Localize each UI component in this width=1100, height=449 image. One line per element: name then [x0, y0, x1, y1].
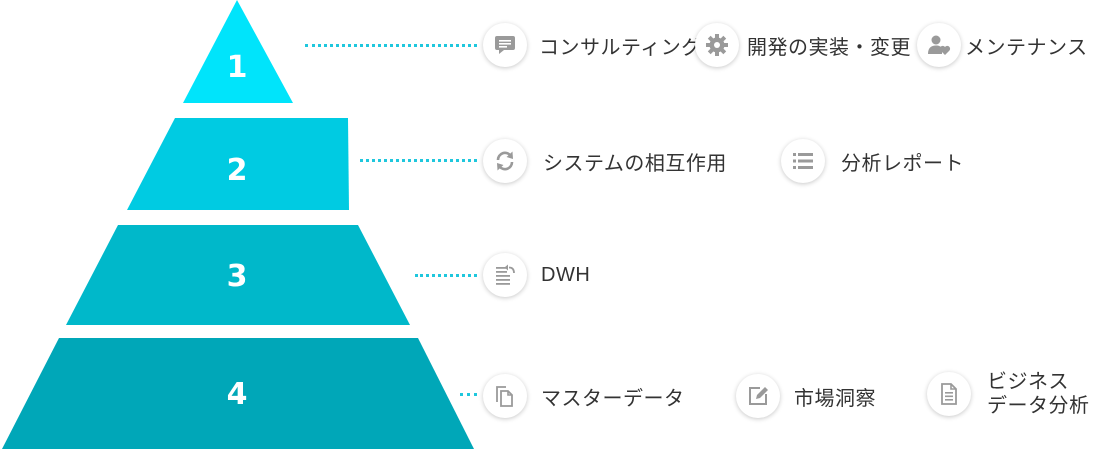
- tier-number-1: 1: [227, 50, 248, 85]
- edit-icon: [736, 374, 780, 418]
- tier2-item-analysis-report: 分析レポート: [781, 139, 964, 183]
- tier-number-4: 4: [227, 377, 248, 412]
- list-icon: [781, 139, 825, 183]
- pyramid-tier-3: [66, 225, 410, 325]
- item-label: ビジネスデータ分析: [987, 371, 1090, 417]
- item-label: コンサルティング: [539, 36, 702, 59]
- tier-number-2: 2: [227, 153, 248, 188]
- item-label: メンテナンス: [965, 36, 1088, 59]
- file-text-icon: [927, 372, 971, 416]
- item-label: マスターデータ: [541, 387, 685, 410]
- connector-dots-1: [305, 44, 477, 47]
- tier1-item-development: 開発の実装・変更: [695, 23, 911, 67]
- tier-number-3: 3: [227, 259, 248, 294]
- tier1-item-consulting: コンサルティング: [483, 23, 702, 67]
- tier1-item-maintenance: メンテナンス: [917, 23, 1088, 67]
- connector-dots-2: [360, 159, 477, 162]
- connector-dots-4: [460, 393, 477, 396]
- item-label: システムの相互作用: [543, 152, 727, 175]
- tier2-item-system-interaction: システムの相互作用: [483, 139, 727, 183]
- item-label: DWH: [541, 263, 591, 286]
- users-heart-icon: [917, 23, 961, 67]
- refresh-icon: [483, 139, 527, 183]
- pyramid-tier-4: [2, 338, 474, 449]
- pyramid-tier-1: [183, 0, 293, 103]
- copy-icon: [483, 374, 527, 418]
- tier3-item-dwh: DWH: [483, 253, 590, 297]
- pyramid-tier-2: [127, 118, 349, 210]
- item-label: 分析レポート: [841, 152, 964, 175]
- tier4-item-master-data: マスターデータ: [483, 374, 685, 418]
- tier4-item-business-data-analysis: ビジネスデータ分析: [927, 370, 1100, 418]
- tier4-item-market-insight: 市場洞察: [736, 374, 876, 418]
- item-label: 開発の実装・変更: [747, 36, 911, 59]
- document-undo-icon: [483, 253, 527, 297]
- connector-dots-3: [415, 274, 477, 277]
- gear-icon: [695, 23, 739, 67]
- speech-bubble-icon: [483, 23, 527, 67]
- item-label: 市場洞察: [794, 387, 876, 410]
